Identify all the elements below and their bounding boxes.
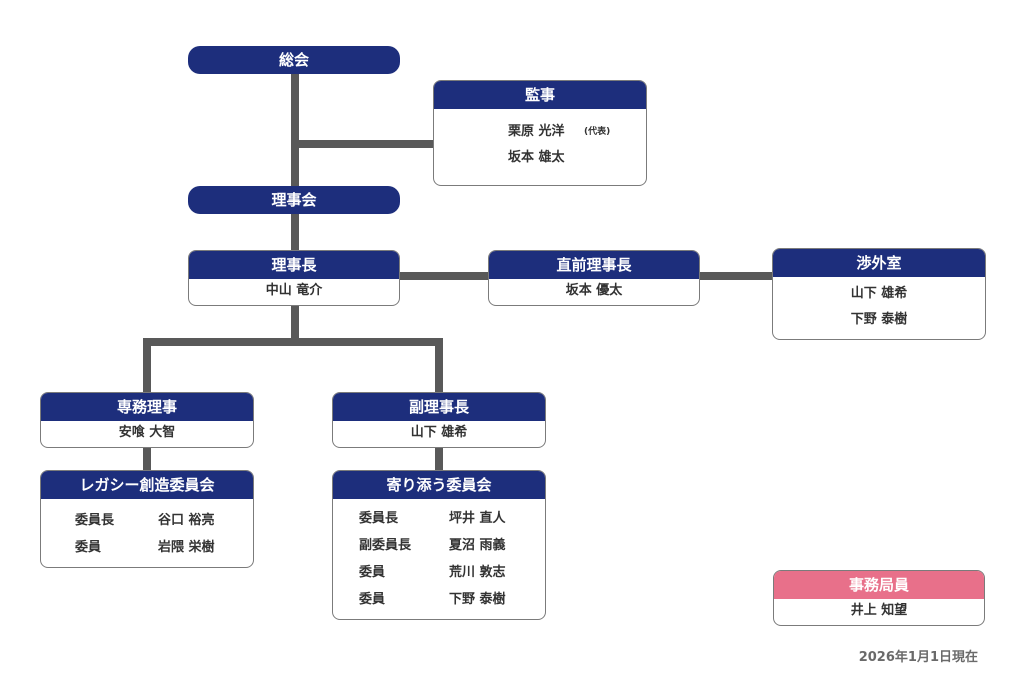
executive-director-name: 安喰 大智 bbox=[118, 425, 176, 440]
external-affairs-title: 渉外室 bbox=[773, 249, 985, 277]
committee-role: 委員長 bbox=[359, 511, 399, 526]
committee-role: 委員 bbox=[359, 592, 386, 607]
connector-vice-to-support bbox=[435, 444, 443, 472]
committee-role: 副委員長 bbox=[359, 538, 412, 553]
auditor-name: 坂本 雄太 bbox=[508, 150, 565, 165]
chairman-name: 中山 竜介 bbox=[265, 283, 323, 298]
vice-chairman-title: 副理事長 bbox=[333, 393, 545, 421]
support-committee-title: 寄り添う委員会 bbox=[333, 471, 545, 499]
committee-role: 委員 bbox=[75, 540, 102, 555]
committee-member-name: 荒川 敦志 bbox=[449, 565, 506, 580]
secretariat-name: 井上 知望 bbox=[850, 603, 908, 618]
connector-chairman-to-past bbox=[398, 272, 490, 280]
auditor-name: 栗原 光洋 bbox=[508, 124, 565, 139]
committee-member-name: 坪井 直人 bbox=[449, 511, 506, 526]
chairman-box: 理事長 中山 竜介 bbox=[188, 250, 400, 306]
vice-chairman-name: 山下 雄希 bbox=[410, 425, 468, 440]
connector-to-executive bbox=[143, 338, 151, 394]
past-chairman-title: 直前理事長 bbox=[489, 251, 699, 279]
committee-row: 委員 荒川 敦志 bbox=[333, 559, 545, 586]
connector-executive-to-legacy bbox=[143, 444, 151, 472]
connector-chairman-down bbox=[291, 304, 299, 344]
committee-row: 副委員長 夏沼 雨義 bbox=[333, 532, 545, 559]
committee-row: 委員 岩隈 栄樹 bbox=[41, 534, 253, 561]
secretariat-title: 事務局員 bbox=[774, 571, 984, 599]
external-affairs-box: 渉外室 山下 雄希 下野 泰樹 bbox=[772, 248, 986, 340]
connector-general-to-board bbox=[291, 74, 299, 188]
external-affairs-member: 山下 雄希 bbox=[850, 286, 908, 301]
connector-to-auditors bbox=[295, 140, 435, 148]
committee-row: 委員 下野 泰樹 bbox=[333, 586, 545, 613]
past-chairman-name: 坂本 優太 bbox=[565, 283, 623, 298]
committee-row: 委員長 坪井 直人 bbox=[333, 505, 545, 532]
committee-member-name: 岩隈 栄樹 bbox=[158, 540, 215, 555]
support-committee-box: 寄り添う委員会 委員長 坪井 直人 副委員長 夏沼 雨義 委員 荒川 敦志 委員… bbox=[332, 470, 546, 620]
legacy-committee-title: レガシー創造委員会 bbox=[41, 471, 253, 499]
committee-member-name: 谷口 裕亮 bbox=[158, 513, 215, 528]
as-of-date: 2026年1月1日現在 bbox=[858, 650, 978, 665]
committee-member-name: 下野 泰樹 bbox=[449, 592, 506, 607]
committee-member-name: 夏沼 雨義 bbox=[449, 538, 506, 553]
past-chairman-box: 直前理事長 坂本 優太 bbox=[488, 250, 700, 306]
auditor-representative-note: (代表) bbox=[584, 127, 611, 137]
vice-chairman-box: 副理事長 山下 雄希 bbox=[332, 392, 546, 448]
auditors-title: 監事 bbox=[434, 81, 646, 109]
executive-director-title: 専務理事 bbox=[41, 393, 253, 421]
committee-row: 委員長 谷口 裕亮 bbox=[41, 507, 253, 534]
auditors-box: 監事 栗原 光洋 (代表) 坂本 雄太 bbox=[433, 80, 647, 186]
secretariat-box: 事務局員 井上 知望 bbox=[773, 570, 985, 626]
connector-past-to-external bbox=[698, 272, 774, 280]
executive-director-box: 専務理事 安喰 大智 bbox=[40, 392, 254, 448]
connector-horizontal-branch bbox=[143, 338, 443, 346]
connector-to-vice bbox=[435, 338, 443, 394]
external-affairs-member: 下野 泰樹 bbox=[850, 312, 908, 327]
board-node: 理事会 bbox=[188, 186, 400, 214]
committee-role: 委員 bbox=[359, 565, 386, 580]
connector-board-to-chairman bbox=[291, 212, 299, 252]
legacy-committee-box: レガシー創造委員会 委員長 谷口 裕亮 委員 岩隈 栄樹 bbox=[40, 470, 254, 568]
general-meeting-node: 総会 bbox=[188, 46, 400, 74]
chairman-title: 理事長 bbox=[189, 251, 399, 279]
committee-role: 委員長 bbox=[75, 513, 115, 528]
